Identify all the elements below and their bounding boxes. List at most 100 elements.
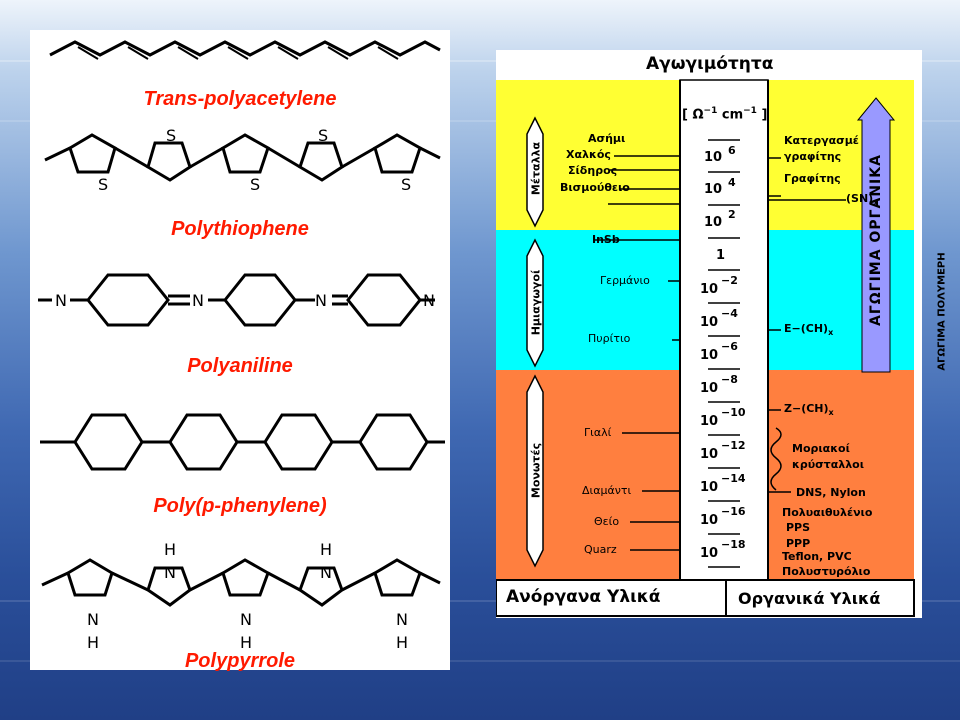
metals-label: Μέταλλα: [529, 141, 543, 196]
tick-exponent: −14: [721, 472, 746, 485]
svg-text:N: N: [55, 291, 67, 310]
tick-exponent: −4: [721, 307, 738, 320]
tick-exponent: −18: [721, 538, 746, 551]
inorganic-label: Βισμούθειο: [560, 181, 630, 194]
molecule-label: Polypyrrole: [184, 650, 296, 672]
tick-base: 10: [700, 315, 719, 330]
svg-text:H: H: [87, 633, 99, 652]
tick-exponent: −12: [721, 439, 746, 452]
tick-base: 10: [700, 480, 719, 495]
molecule-label: Polythiophene: [171, 218, 309, 240]
organic-label: PPS: [786, 521, 811, 534]
polythiophene-chain: [44, 133, 441, 182]
tick-exponent: 2: [728, 208, 736, 221]
organic-label: γραφίτης: [784, 150, 842, 163]
organic-label: Z−(CH)x: [784, 402, 834, 418]
organic-label: Γραφίτης: [784, 172, 841, 185]
svg-text:H: H: [396, 633, 408, 652]
conductivity-chart-panel: Αγωγιμότητα [ Ω−1 cm−1 ] Μέταλλα Ημιαγωγ…: [496, 50, 948, 618]
tick-exponent: 4: [728, 176, 736, 189]
tick-base: 10: [700, 513, 719, 528]
molecular-crystals-brace: [770, 427, 782, 491]
insulator-band-right: [768, 370, 914, 580]
svg-text:S: S: [318, 126, 328, 145]
svg-text:H: H: [164, 540, 176, 559]
svg-text:H: H: [320, 540, 332, 559]
tick-exponent: 6: [728, 144, 736, 157]
svg-text:N: N: [320, 563, 332, 582]
tick-base: 10: [704, 215, 723, 230]
inorganic-pointers: [594, 155, 680, 551]
inorganic-label: Χαλκός: [566, 148, 611, 161]
inorganic-label: Quarz: [584, 543, 617, 556]
svg-text:N: N: [192, 291, 204, 310]
organic-label: Πολυαιθυλένιο: [782, 506, 873, 519]
organic-label: PPP: [786, 537, 811, 550]
inorganic-label: Γιαλί: [584, 426, 612, 439]
footer-organic: Οργανικά Υλικά: [738, 589, 881, 608]
svg-text:N: N: [396, 610, 408, 629]
tick-exponent: −6: [721, 340, 738, 353]
organic-label: Μοριακοί: [792, 442, 850, 455]
organic-pointers: [768, 157, 846, 493]
tick-base: 10: [700, 414, 719, 429]
svg-text:S: S: [401, 175, 411, 194]
molecule-label: Polyaniline: [187, 355, 293, 377]
inorganic-label: Σίδηρος: [568, 164, 618, 177]
insulators-label: Μονωτές: [529, 442, 543, 499]
tick-base: 10: [700, 447, 719, 462]
inorganic-label: Πυρίτιο: [588, 332, 631, 345]
svg-text:H: H: [240, 633, 252, 652]
organic-label: κρύσταλλοι: [792, 458, 865, 471]
inorganic-label: Ασήμι: [588, 132, 626, 145]
tick-base: 10: [700, 546, 719, 561]
inorganic-label: Γερμάνιο: [600, 274, 650, 287]
polyacetylene-chain: [49, 40, 441, 57]
organic-label: Πολυστυρόλιο: [782, 565, 871, 578]
polyaniline-chain: [38, 273, 435, 327]
conductivity-chart-drawing: [496, 79, 915, 617]
band-arrows: [526, 116, 544, 568]
inorganic-label: Θείο: [594, 515, 620, 528]
svg-text:N: N: [315, 291, 327, 310]
semiconductor-band: [496, 230, 680, 370]
tick-exponent: −16: [721, 505, 746, 518]
svg-text:S: S: [250, 175, 260, 194]
poly-p-phenylene-chain: [40, 413, 445, 471]
inorganic-label: Διαμάντι: [582, 484, 632, 497]
conducting-organics-arrow: [856, 97, 896, 373]
polypyrrole-chain: [41, 558, 441, 607]
semiconductor-band-right: [768, 230, 914, 370]
svg-text:N: N: [240, 610, 252, 629]
tick-base: 10: [700, 348, 719, 363]
molecule-label: Poly(p-phenylene): [153, 495, 327, 517]
scale-ticks: [708, 139, 740, 568]
inorganic-label: InSb: [592, 233, 620, 246]
unit-label: [ Ω−1 cm−1 ]: [682, 106, 768, 123]
svg-text:S: S: [166, 126, 176, 145]
tick-base: 10: [704, 182, 723, 197]
tick-exponent: −2: [721, 274, 738, 287]
tick-base: 10: [700, 282, 719, 297]
svg-text:N: N: [423, 291, 435, 310]
organic-label: E−(CH)x: [784, 322, 834, 338]
organic-label: Teflon, PVC: [782, 550, 852, 563]
svg-text:N: N: [164, 563, 176, 582]
molecule-label: Trans-polyacetylene: [143, 88, 337, 110]
tick-base: 10: [700, 381, 719, 396]
conducting-polymers-label: ΑΓΩΓΙΜΑ ΠΟΛΥΜΕΡΗ: [936, 252, 948, 371]
svg-text:S: S: [98, 175, 108, 194]
organic-label: (SN)x: [846, 192, 879, 208]
conducting-organics-label: ΑΓΩΓΙΜΑ ΟΡΓΑΝΙΚΑ: [868, 154, 884, 326]
svg-text:N: N: [87, 610, 99, 629]
tick-exponent: −8: [721, 373, 738, 386]
tick-exponent: −10: [721, 406, 746, 419]
tick-base: 10: [704, 150, 723, 165]
organic-label: Κατεργασμέ: [784, 134, 859, 147]
footer-inorganic: Ανόργανα Υλικά: [506, 587, 661, 607]
chart-title: Αγωγιμότητα: [646, 54, 774, 74]
tick-one: 1: [716, 248, 726, 263]
